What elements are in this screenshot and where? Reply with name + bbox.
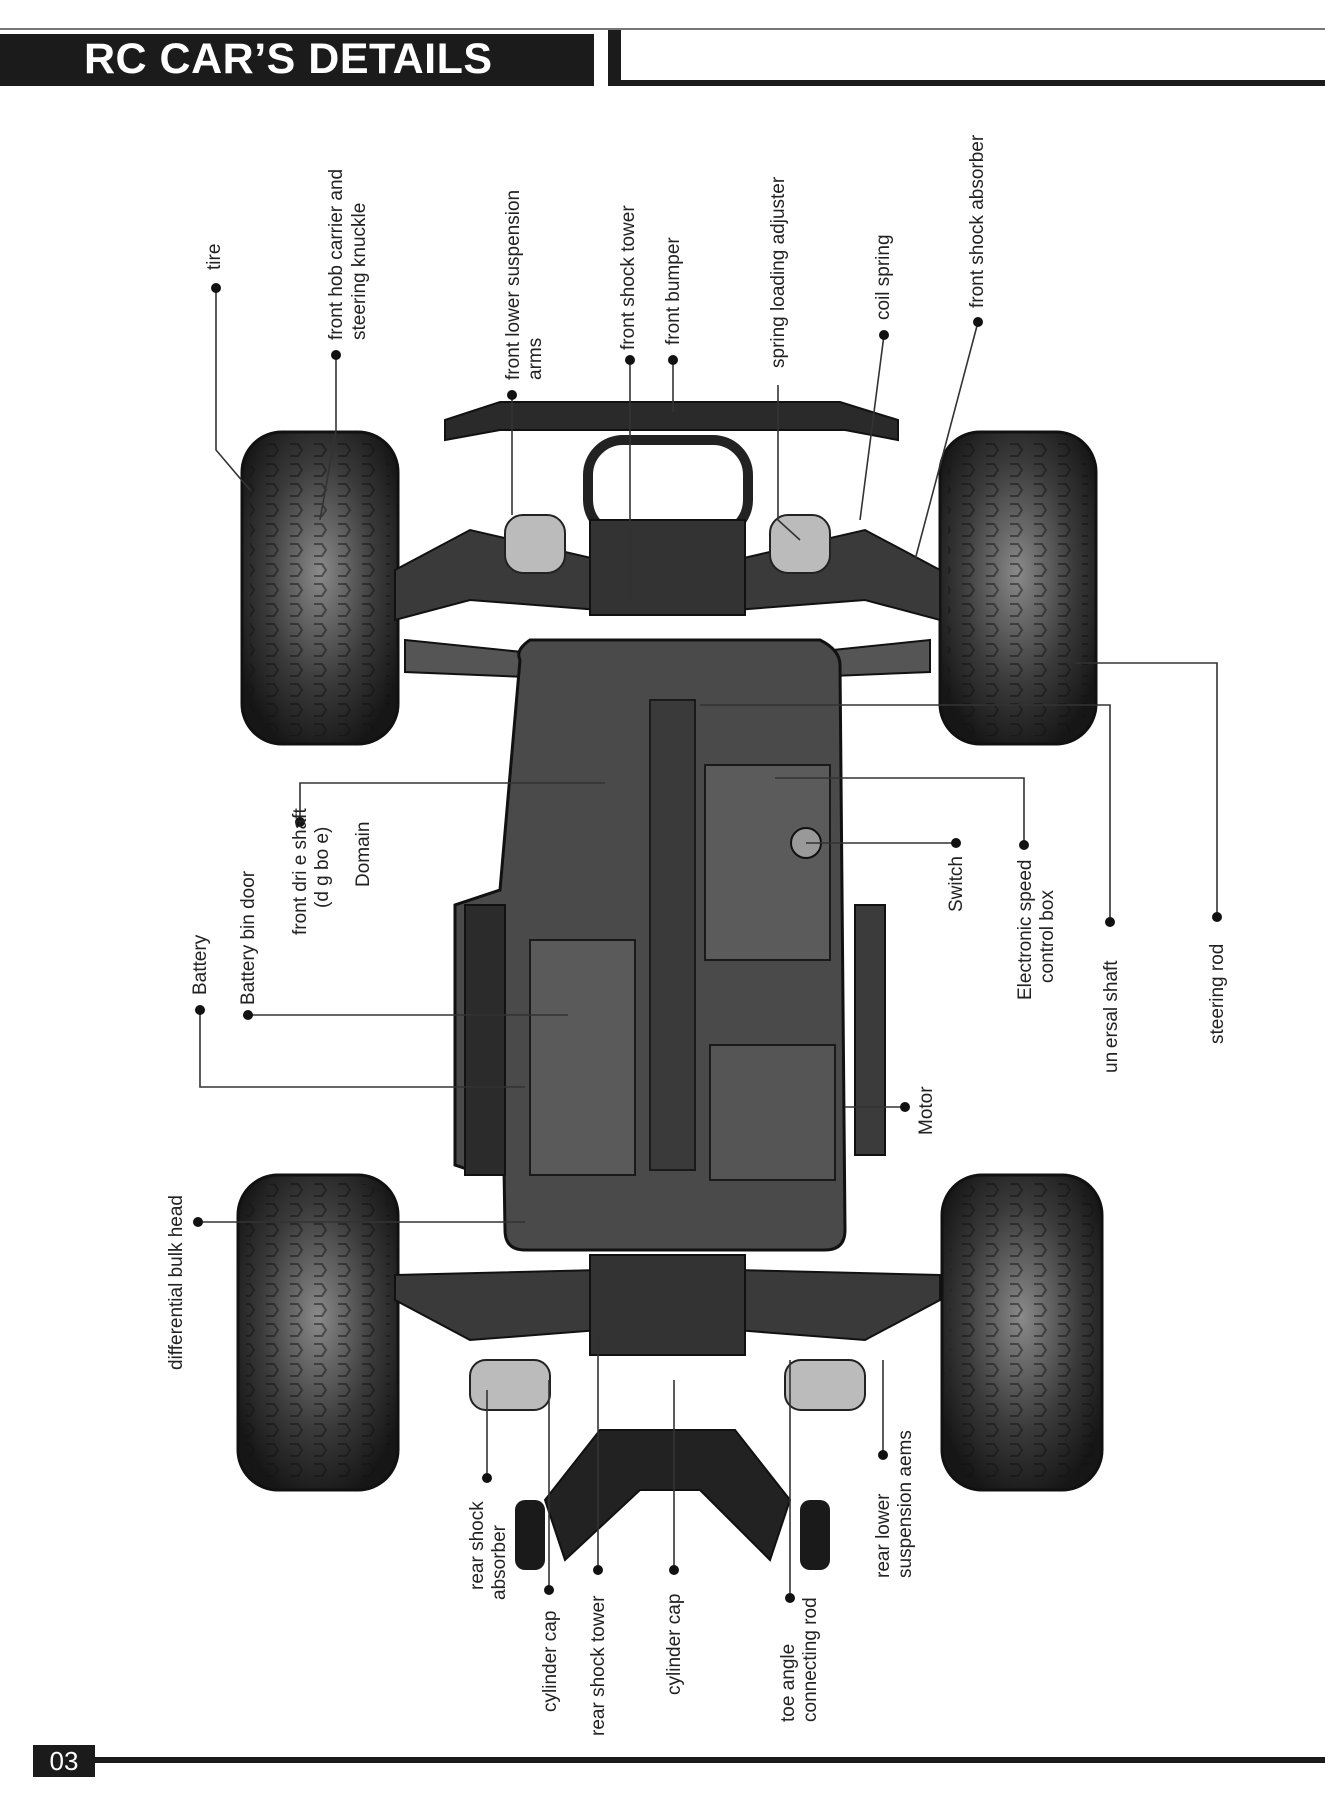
label-spring-loading-adjuster: spring loading adjuster <box>768 176 789 368</box>
battery-side-vents <box>464 904 506 1176</box>
label-esc-2: control box <box>1037 890 1058 983</box>
rear-wheelie-right <box>800 1500 830 1570</box>
label-switch: Switch <box>946 856 967 912</box>
center-drive-shaft <box>649 699 696 1171</box>
footer-rule <box>95 1757 1325 1763</box>
page-title: RC CAR’S DETAILS <box>84 35 493 83</box>
label-toe-2: connecting rod <box>800 1597 821 1722</box>
label-front-hob-1: front hob carrier and <box>326 169 347 340</box>
rear-shock-right <box>784 1359 866 1411</box>
label-steering-rod: steering rod <box>1207 944 1228 1044</box>
front-shock-tower-shape <box>589 519 746 616</box>
label-front-shock-tower: front shock tower <box>618 205 639 350</box>
label-front-hob-2: steering knuckle <box>349 203 370 340</box>
front-arm-right <box>734 528 941 622</box>
label-front-drive-1: front dri e shaft <box>290 808 311 935</box>
page-frame-top <box>0 28 1325 30</box>
label-front-bumper: front bumper <box>663 237 684 345</box>
rear-arm-left <box>394 1268 601 1342</box>
page-number: 03 <box>33 1745 95 1777</box>
label-rear-lower-2: suspension aems <box>895 1430 916 1578</box>
leaders <box>193 283 1222 1603</box>
header-bar <box>0 34 594 86</box>
label-battery-bin-door: Battery bin door <box>238 870 259 1005</box>
tire-front-left <box>240 430 400 746</box>
label-differential: differential bulk head <box>166 1195 187 1370</box>
header-rule <box>621 80 1325 86</box>
label-rear-shock-2: absorber <box>489 1524 510 1600</box>
label-rear-shock-tower: rear shock tower <box>588 1595 609 1736</box>
tire-rear-right <box>940 1173 1104 1492</box>
header-accent-block <box>608 30 621 86</box>
rear-wheelie-left <box>515 1500 545 1570</box>
label-coil-spring: coil spring <box>873 234 894 320</box>
label-universal-shaft: un ersal shaft <box>1101 960 1122 1073</box>
rear-shock-left <box>469 1359 551 1411</box>
label-motor: Motor <box>916 1086 937 1135</box>
front-shock-right <box>769 514 831 574</box>
label-rear-shock-1: rear shock <box>467 1501 488 1590</box>
label-cylinder-cap-1: cylinder cap <box>540 1611 561 1712</box>
esc-box-shape <box>704 764 831 961</box>
rear-shock-tower-shape <box>589 1254 746 1356</box>
label-cylinder-cap-2: cylinder cap <box>664 1594 685 1695</box>
label-tire: tire <box>204 244 225 270</box>
front-shock-left <box>504 514 566 574</box>
label-domain: Domain <box>353 822 374 887</box>
rear-arm-right <box>734 1268 941 1342</box>
label-front-lower-1: front lower suspension <box>503 190 524 380</box>
tire-rear-left <box>236 1173 400 1492</box>
front-bumper-shape <box>444 401 899 442</box>
front-arm-left <box>394 528 601 622</box>
motor-side <box>854 904 886 1156</box>
label-battery: Battery <box>190 934 211 995</box>
label-front-lower-2: arms <box>525 338 546 380</box>
label-front-shock-absorber: front shock absorber <box>967 134 988 308</box>
label-front-drive-2: (d g bo e) <box>312 827 333 908</box>
label-toe-1: toe angle <box>778 1644 799 1722</box>
battery-bin-door-shape <box>529 939 636 1176</box>
motor-shape <box>709 1044 836 1181</box>
label-esc-1: Electronic speed <box>1015 860 1036 1000</box>
rear-bumper <box>543 1429 792 1562</box>
tire-front-right <box>938 430 1098 746</box>
label-rear-lower-1: rear lower <box>873 1493 894 1578</box>
